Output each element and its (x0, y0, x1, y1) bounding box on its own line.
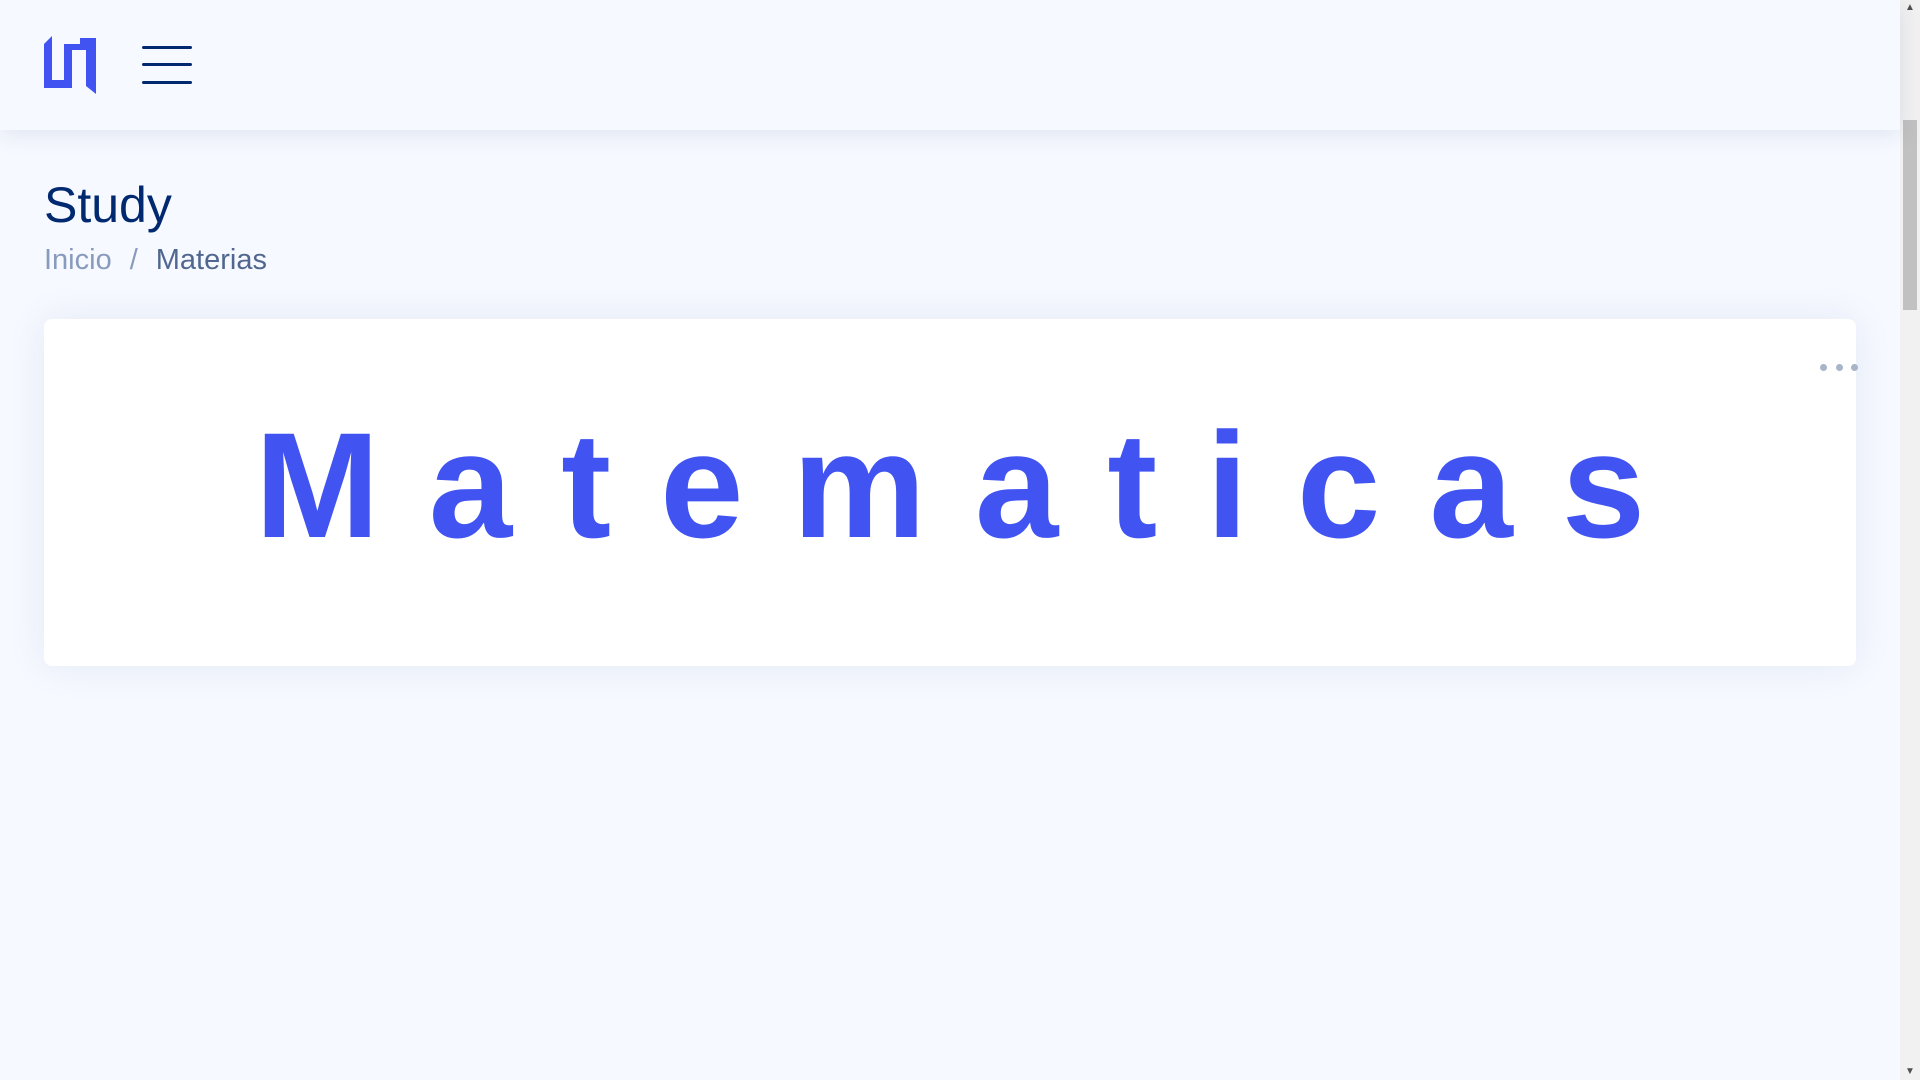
hamburger-menu-icon[interactable] (142, 44, 192, 86)
subject-card[interactable]: Matematicas (44, 319, 1858, 666)
vertical-scrollbar[interactable]: ▲ ▼ (1900, 0, 1920, 1080)
more-options-icon[interactable] (1820, 359, 1858, 375)
scroll-down-arrow-icon[interactable]: ▼ (1905, 1066, 1915, 1077)
top-header (0, 0, 1900, 130)
page-title-section: Study Inicio / Materias (44, 176, 267, 278)
scrollbar-thumb[interactable] (1903, 120, 1917, 310)
breadcrumb-current: Materias (155, 244, 267, 276)
breadcrumb: Inicio / Materias (44, 242, 267, 278)
app-logo-icon[interactable] (42, 36, 98, 94)
page-title: Study (44, 177, 172, 233)
breadcrumb-separator: / (129, 244, 138, 276)
subject-title: Matematicas (254, 401, 1695, 569)
breadcrumb-home-link[interactable]: Inicio (44, 244, 112, 276)
scroll-up-arrow-icon[interactable]: ▲ (1905, 2, 1915, 13)
